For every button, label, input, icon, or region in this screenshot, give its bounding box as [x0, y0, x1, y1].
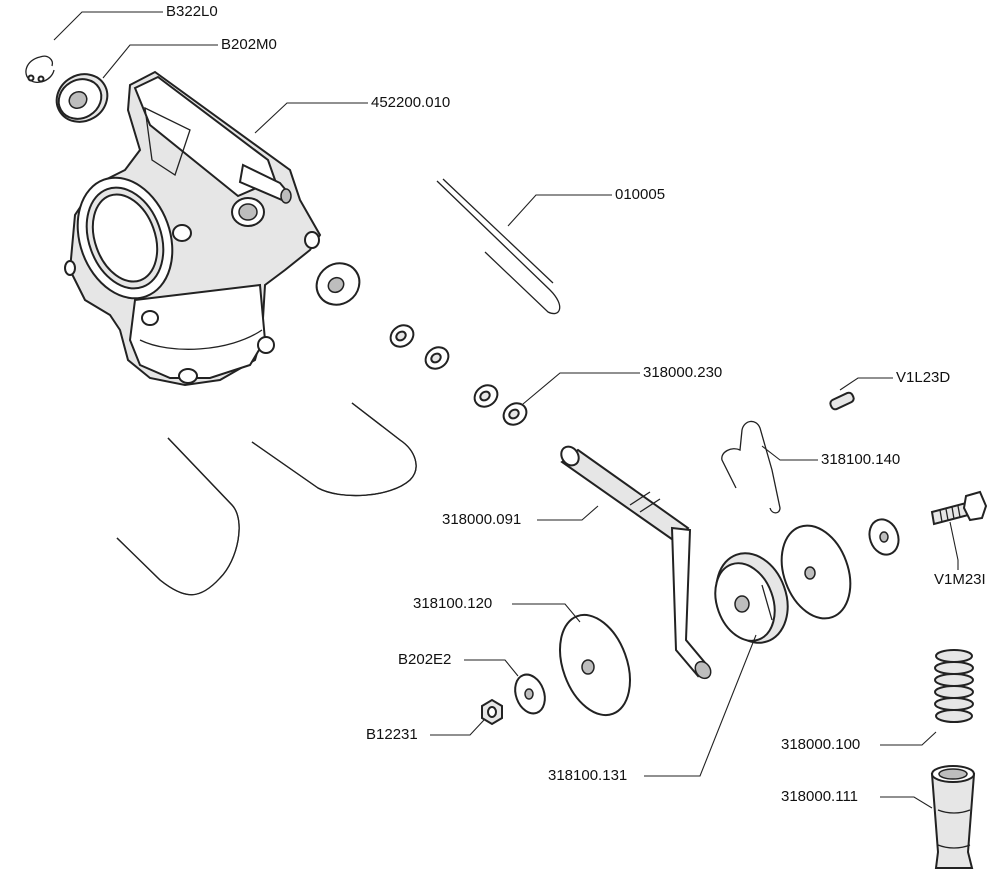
washer-b202e2: [514, 673, 546, 715]
leader-318100-140: [761, 445, 818, 461]
washer-small-right: [868, 518, 900, 556]
crank-shaft-318000-091: [560, 445, 712, 680]
leader-318100-120: [512, 603, 581, 623]
leader-b202e2: [464, 659, 519, 677]
housing-452200-010: [64, 70, 322, 387]
handle-grip-318000-111: [930, 765, 976, 869]
washer-b202m0: [55, 73, 109, 123]
leader-318000-111: [880, 796, 933, 809]
leader-318000-230: [522, 372, 640, 405]
callout-b202m0: B202M0: [221, 36, 277, 53]
callout-318000-230: 318000.230: [643, 364, 723, 381]
leader-v1l23d: [839, 377, 893, 391]
callout-b12231: B12231: [366, 726, 418, 743]
callout-318000-091: 318000.091: [442, 511, 522, 528]
callout-318100-131: 318100.131: [548, 767, 628, 784]
callout-318000-100: 318000.100: [781, 736, 861, 753]
spring-318000-100: [934, 649, 974, 723]
bolt-v1m23i: [930, 490, 988, 526]
wire-bail-right: [251, 402, 417, 497]
nut-b12231: [481, 698, 503, 726]
circlip-b322l0: [25, 55, 55, 84]
leader-318000-100: [880, 731, 937, 746]
washers-318000-230: [389, 324, 528, 426]
leader-v1m23i: [949, 521, 959, 570]
leader-010005: [507, 194, 612, 227]
leader-318100-131: [644, 634, 757, 777]
leader-318000-091: [537, 505, 599, 521]
leader-452200-010: [254, 102, 368, 134]
pin-v1l23d: [829, 391, 855, 411]
leader-b202m0: [102, 44, 218, 79]
leader-b322l0: [53, 11, 163, 41]
callout-b322l0: B322L0: [166, 3, 218, 20]
callout-v1l23d: V1L23D: [896, 369, 951, 386]
cotter-pin-010005: [436, 178, 561, 315]
callout-318100-120: 318100.120: [413, 595, 493, 612]
wire-bail-left: [116, 437, 240, 596]
disc-right: [780, 524, 852, 620]
callout-b202e2: B202E2: [398, 651, 452, 668]
leader-lines: [53, 11, 959, 809]
callout-318100-140: 318100.140: [821, 451, 901, 468]
washer-large-axis: [315, 262, 361, 306]
leader-b12231: [430, 719, 485, 736]
disc-318100-120: [559, 613, 631, 717]
callout-v1m23i: V1M23I: [934, 571, 986, 588]
callout-010005: 010005: [615, 186, 666, 203]
callout-318000-111: 318000.111: [781, 788, 859, 805]
callout-452200-010: 452200.010: [371, 94, 451, 111]
spring-clip-318100-140: [721, 420, 781, 514]
cam-wheel-318100-131: [714, 552, 789, 644]
